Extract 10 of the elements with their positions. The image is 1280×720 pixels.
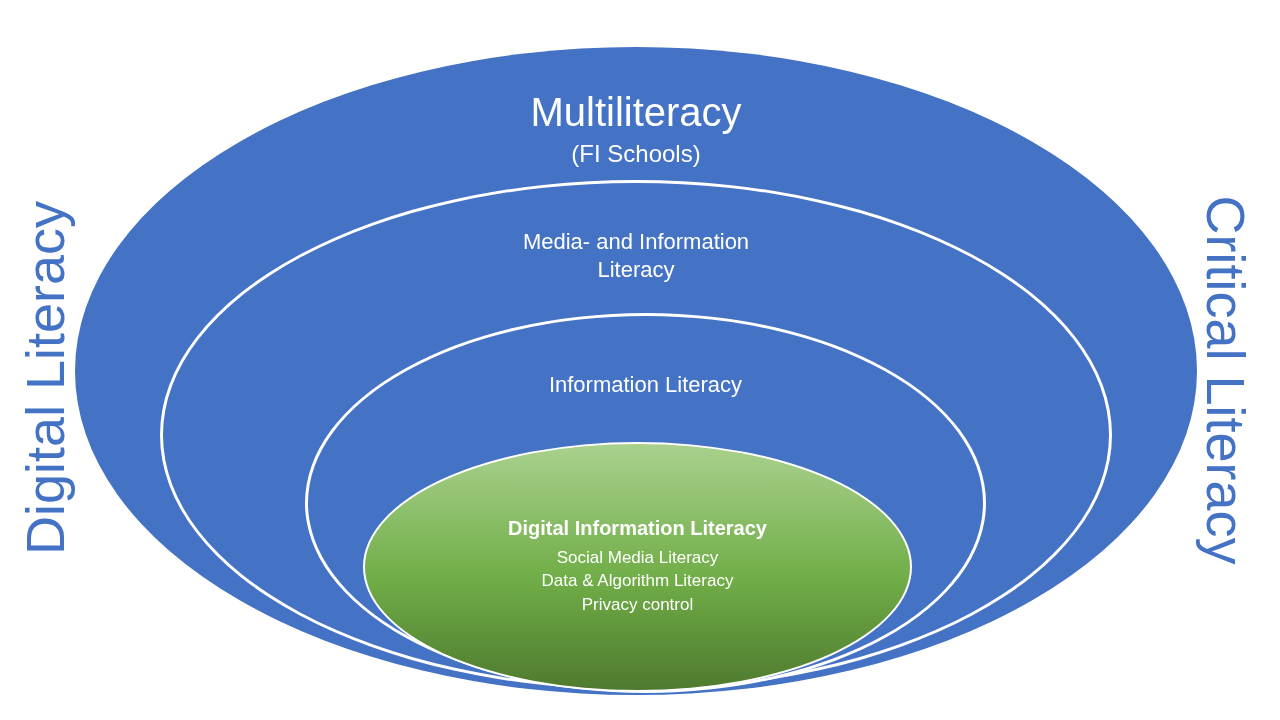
ellipse-text: Data & Algorithm Literacy (541, 570, 734, 592)
ellipse-title: Digital Information Literacy (508, 516, 767, 541)
ellipse-title: Media- and Information Literacy (521, 228, 751, 283)
ellipse-text: (FI Schools) (571, 139, 701, 169)
ellipse-text: Privacy control (581, 593, 694, 615)
ellipse-title: Multiliteracy (530, 89, 742, 136)
ellipse-title: Information Literacy (548, 371, 743, 399)
side-label: Critical Literacy (1198, 195, 1253, 565)
side-label: Digital Literacy (18, 200, 73, 556)
ellipse-text: Social Media Literacy (556, 547, 719, 569)
